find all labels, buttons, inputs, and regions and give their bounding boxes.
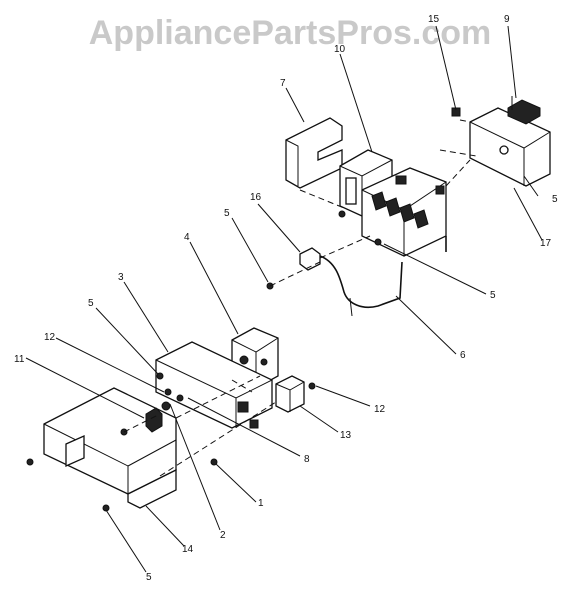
callout-5: 5 xyxy=(552,194,558,205)
callout-5: 5 xyxy=(224,208,230,219)
screw-12 xyxy=(308,382,316,390)
part-16-switch xyxy=(299,247,321,271)
callout-5: 5 xyxy=(490,290,496,301)
part-13-cover xyxy=(275,375,305,413)
callout-1: 1 xyxy=(258,498,264,509)
screw-5 xyxy=(102,504,110,512)
part-7-bracket xyxy=(285,117,343,189)
callout-14: 14 xyxy=(182,544,194,555)
callout-5: 5 xyxy=(88,298,94,309)
callout-2: 2 xyxy=(220,530,226,541)
screw-12 xyxy=(164,388,172,396)
part-2-screw xyxy=(161,401,171,411)
watermark: AppliancePartsPros.com xyxy=(88,14,492,52)
screw-1 xyxy=(210,458,218,466)
callout-6: 6 xyxy=(460,350,466,361)
part-9-bracket xyxy=(507,96,541,125)
callout-16: 16 xyxy=(250,192,262,203)
callout-3: 3 xyxy=(118,272,124,283)
ice-maker-assembly xyxy=(361,167,447,257)
callout-7: 7 xyxy=(280,78,286,89)
callout-13: 13 xyxy=(340,430,352,441)
callout-11: 11 xyxy=(14,354,25,365)
callout-9: 9 xyxy=(504,14,510,25)
part-3-bracket xyxy=(155,341,273,429)
callout-17: 17 xyxy=(540,238,552,249)
screw-5 xyxy=(156,372,164,380)
part-6-wire-harness xyxy=(319,255,403,317)
callout-5: 5 xyxy=(146,572,152,583)
alignment-lines xyxy=(123,119,477,477)
screw-8 xyxy=(176,394,184,402)
callout-4: 4 xyxy=(184,232,190,243)
leader-lines xyxy=(25,25,543,573)
callout-12: 12 xyxy=(44,332,56,343)
part-14-housing xyxy=(43,387,177,509)
callout-10: 10 xyxy=(334,44,346,55)
screw-5 xyxy=(374,238,382,246)
callout-8: 8 xyxy=(304,454,310,465)
part-17-plate xyxy=(469,107,551,187)
screw xyxy=(26,458,34,466)
callout-15: 15 xyxy=(428,14,440,25)
part-11-grommet xyxy=(145,407,163,433)
callout-12: 12 xyxy=(374,404,386,415)
screw-5 xyxy=(338,210,346,218)
